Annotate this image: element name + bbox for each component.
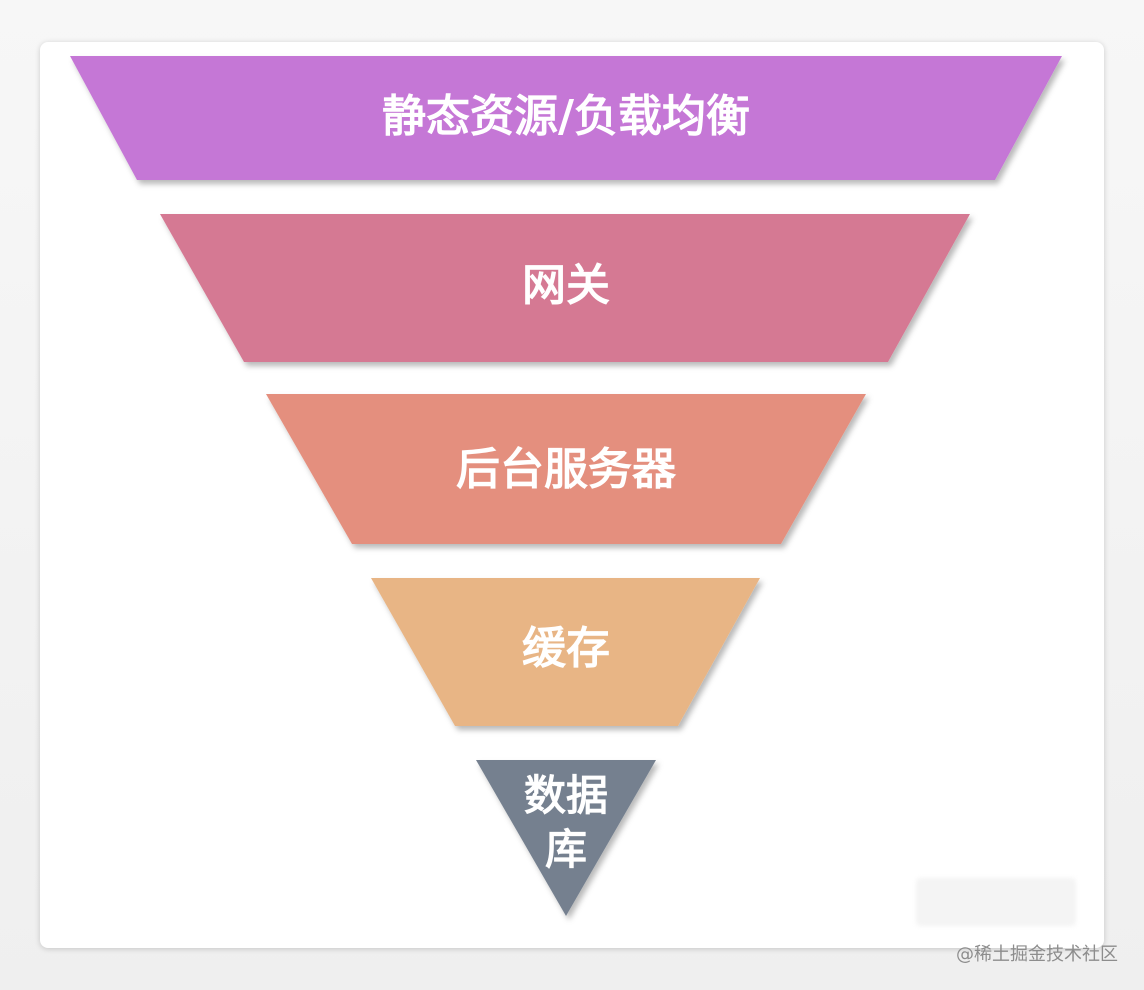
funnel-layer-5-label-line-1: 数据	[524, 771, 608, 820]
funnel-layer-3: 后台服务器	[266, 394, 866, 544]
blurred-region	[916, 878, 1076, 926]
funnel-layer-3-shape	[266, 394, 866, 544]
funnel-layer-1-label: 静态资源/负载均衡	[382, 91, 750, 142]
funnel-layer-4: 缓存	[371, 578, 760, 726]
funnel-layer-1: 静态资源/负载均衡	[70, 56, 1062, 180]
funnel-layer-5-label-line-2: 库	[545, 825, 587, 874]
funnel-layer-2-shape	[160, 214, 970, 362]
watermark-text: @稀土掘金技术社区	[956, 944, 1118, 965]
funnel-layer-1-shape	[70, 56, 1062, 180]
funnel-layer-2: 网关	[160, 214, 970, 362]
funnel-layer-5-shape	[476, 760, 656, 916]
funnel-layer-4-label: 缓存	[522, 623, 610, 674]
funnel-layer-5: 数据 库	[476, 760, 656, 916]
funnel-layer-2-label: 网关	[522, 260, 610, 311]
funnel-layer-4-shape	[371, 578, 760, 726]
funnel-layer-3-label: 后台服务器	[456, 444, 677, 495]
